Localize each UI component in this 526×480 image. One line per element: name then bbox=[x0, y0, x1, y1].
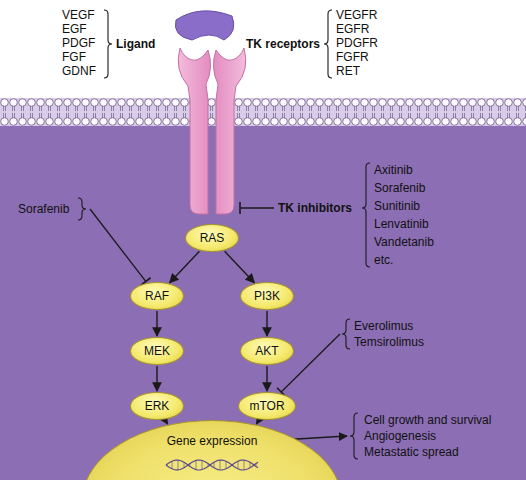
protein-name: ERK bbox=[145, 399, 170, 413]
protein-name: RAS bbox=[200, 231, 225, 245]
pathway-label: Axitinib bbox=[374, 163, 413, 177]
protein-name: RAF bbox=[145, 289, 169, 303]
inhibition-line bbox=[240, 207, 274, 208]
curly-bracket bbox=[350, 413, 358, 459]
pathway-label: FGF bbox=[62, 50, 86, 64]
pathway-label: Vandetanib bbox=[374, 235, 434, 249]
pathway-label: FGFR bbox=[336, 50, 369, 64]
protein-name: AKT bbox=[255, 344, 278, 358]
protein-ellipse: RAF bbox=[130, 282, 184, 310]
base-pair bbox=[178, 460, 179, 470]
pathway-label: EGF bbox=[62, 22, 87, 36]
pathway-label: Sorafenib bbox=[18, 202, 69, 216]
pathway-label: Angiogenesis bbox=[364, 429, 436, 443]
protein-name: MEK bbox=[144, 344, 170, 358]
signal-arrow bbox=[225, 251, 255, 282]
brackets-and-inhibitors bbox=[78, 10, 370, 459]
protein-ellipse: ERK bbox=[130, 392, 184, 420]
protein-ellipse: mTOR bbox=[238, 392, 296, 420]
pathway-label: RET bbox=[336, 64, 360, 78]
base-pair bbox=[202, 460, 203, 469]
signal-arrow bbox=[170, 251, 200, 282]
signal-arrow bbox=[266, 366, 267, 391]
protein-ellipse: AKT bbox=[240, 337, 294, 365]
base-pair bbox=[196, 460, 197, 469]
base-pair bbox=[244, 460, 245, 470]
membrane-core bbox=[0, 98, 526, 126]
receptor-half bbox=[213, 48, 245, 214]
pathway-label: PDGFR bbox=[336, 36, 378, 50]
pathway-label: PDGF bbox=[62, 36, 95, 50]
pathway-label: etc. bbox=[374, 253, 393, 267]
curly-bracket bbox=[104, 10, 112, 78]
signal-arrow bbox=[165, 420, 167, 424]
protein-ellipse: MEK bbox=[130, 337, 184, 365]
phospholipid-bilayer bbox=[0, 98, 526, 126]
receptor-dimer bbox=[178, 48, 246, 214]
pathway-label: Everolimus bbox=[354, 319, 413, 333]
protein-ellipse: RAS bbox=[185, 224, 239, 252]
pathway-label: EGFR bbox=[336, 22, 369, 36]
curly-bracket bbox=[78, 198, 86, 220]
inhibition-bar bbox=[239, 202, 241, 214]
signal-arrow bbox=[257, 420, 259, 424]
signal-arrow bbox=[156, 366, 157, 391]
pathway-label: Ligand bbox=[116, 37, 155, 51]
pathway-label: Lenvatinib bbox=[374, 217, 429, 231]
protein-name: PI3K bbox=[254, 289, 280, 303]
pathway-label: TK inhibitors bbox=[278, 201, 352, 215]
protein-ellipse: PI3K bbox=[240, 282, 294, 310]
base-pair bbox=[220, 460, 221, 470]
cytoplasm bbox=[0, 112, 526, 480]
signal-arrow bbox=[156, 311, 157, 336]
inhibition-line bbox=[90, 209, 146, 281]
base-pair bbox=[226, 461, 227, 469]
signal-arrow bbox=[266, 311, 267, 336]
base-pair bbox=[238, 461, 239, 469]
pathway-label: Sunitinib bbox=[374, 199, 420, 213]
pathway-label: VEGFR bbox=[336, 8, 377, 22]
pathway-label: TK receptors bbox=[246, 37, 320, 51]
extracellular-space bbox=[0, 0, 526, 112]
receptor-half bbox=[178, 48, 210, 214]
pathway-label: Cell growth and survival bbox=[364, 413, 491, 427]
curly-bracket bbox=[342, 319, 350, 349]
pathway-label: Sorafenib bbox=[374, 181, 425, 195]
protein-name: mTOR bbox=[249, 399, 284, 413]
ligand-shape bbox=[175, 11, 233, 40]
pathway-label: VEGF bbox=[62, 8, 95, 22]
curly-bracket bbox=[324, 10, 332, 78]
nucleus-label: Gene expression bbox=[167, 434, 258, 448]
pathway-label: GDNF bbox=[62, 64, 96, 78]
pathway-label: Temsirolimus bbox=[354, 335, 424, 349]
pathway-label: Metastatic spread bbox=[364, 445, 459, 459]
curly-bracket bbox=[362, 163, 370, 267]
base-pair bbox=[172, 461, 173, 469]
